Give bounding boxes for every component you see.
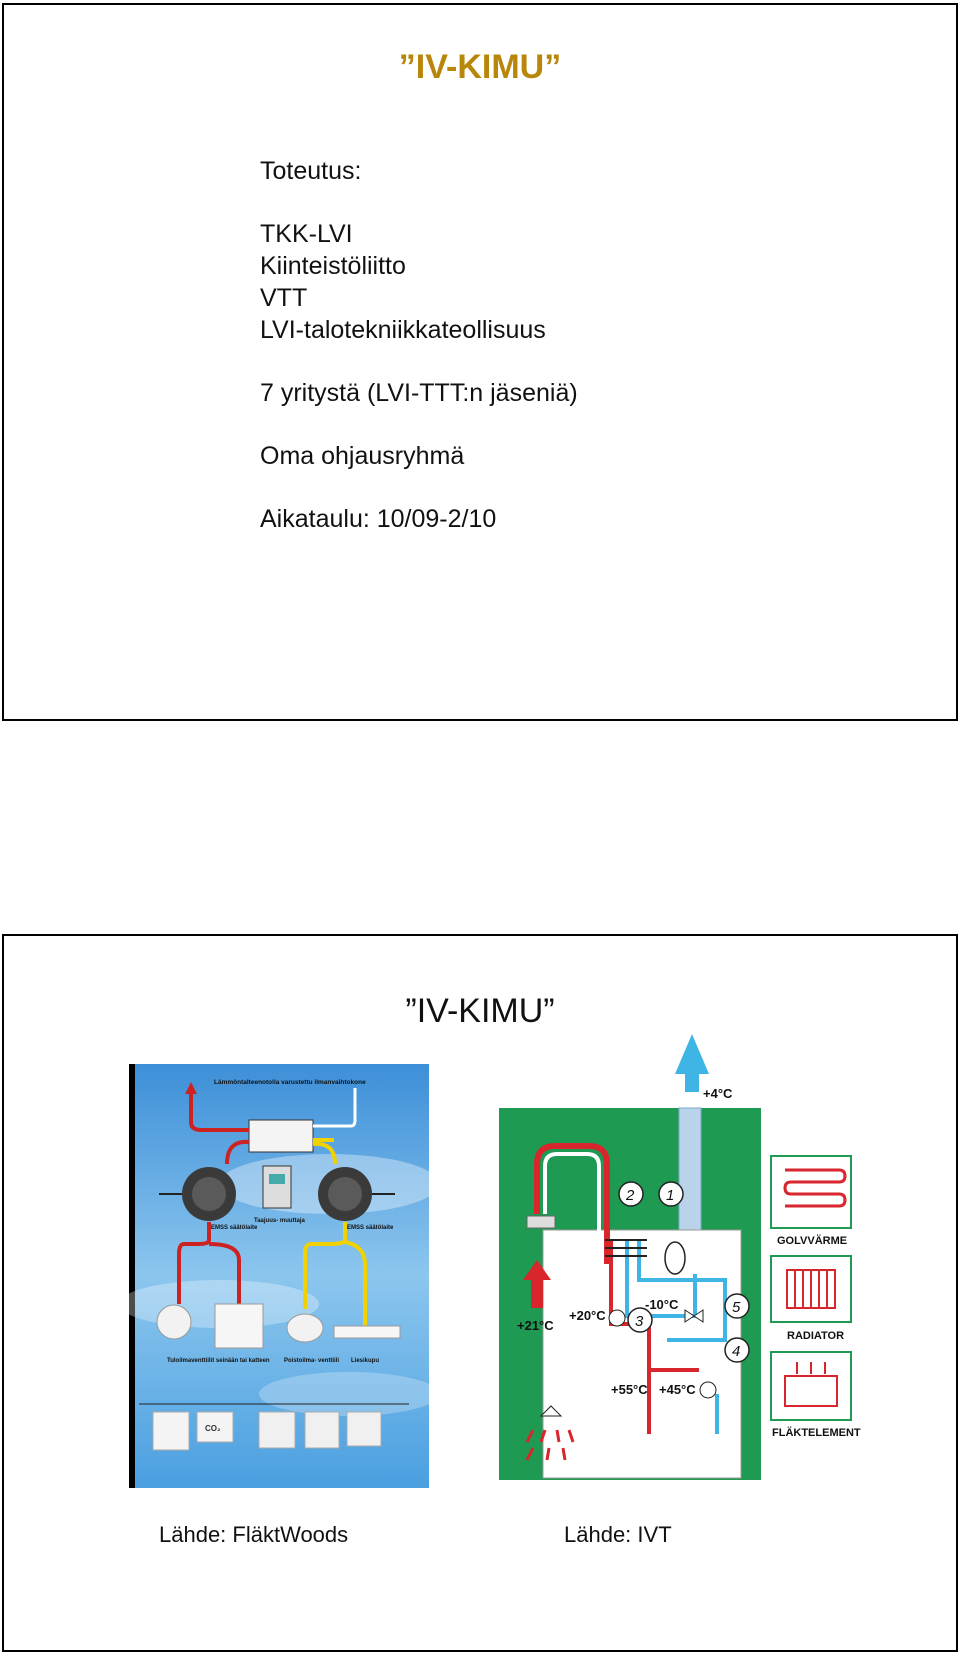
slide-2: ”IV-KIMU” Lämmöntalteenotolla varustettu… <box>2 934 958 1652</box>
freq-label: Taajuus- muuttaja <box>254 1218 306 1224</box>
golvvarme-label: GOLVVÄRME <box>777 1234 847 1247</box>
partner-item: VTT <box>260 284 308 312</box>
wall-grille <box>214 1303 264 1349</box>
sensor-device <box>258 1411 296 1449</box>
exhaust-label: Poistoilma- venttiili <box>284 1358 339 1364</box>
out-temp-label: +4°C <box>703 1086 733 1101</box>
t-minus10-label: -10°C <box>645 1297 679 1312</box>
component-2 <box>618 1181 644 1207</box>
n4-label: 4 <box>732 1343 740 1360</box>
room-temp-label: +21°C <box>517 1318 554 1333</box>
sensor-device <box>346 1411 382 1447</box>
unit-label: Lämmöntalteenotolla varustettu ilmanvaih… <box>214 1079 366 1086</box>
slide-1: ”IV-KIMU” Toteutus: TKK-LVI Kiinteistöli… <box>2 3 958 721</box>
flaktelement-label: FLÄKTELEMENT <box>772 1426 861 1439</box>
t45-label: +45°C <box>659 1382 696 1397</box>
supply-valve <box>156 1304 192 1340</box>
cooker-hood <box>333 1325 401 1339</box>
component-3 <box>627 1307 653 1333</box>
cold-pipe <box>625 1240 697 1318</box>
component-4 <box>724 1337 750 1363</box>
radiator-label: RADIATOR <box>787 1330 844 1342</box>
pump-icon <box>699 1381 717 1399</box>
n2-label: 2 <box>625 1187 635 1204</box>
slide-1-body: Toteutus: TKK-LVI Kiinteistöliitto VTT L… <box>260 155 578 566</box>
steering-group-text: Oma ohjausryhmä <box>260 442 465 470</box>
fan-icon <box>664 1241 686 1275</box>
heat-output-icon <box>525 1429 575 1461</box>
implementation-heading: Toteutus: <box>260 157 362 185</box>
component-5 <box>724 1293 750 1319</box>
valve-icon <box>684 1309 704 1323</box>
slide-2-title: ”IV-KIMU” <box>405 992 555 1030</box>
hood-label: Liesikupu <box>351 1358 379 1364</box>
exhaust-valve <box>286 1313 324 1343</box>
schedule-text: Aikataulu: 10/09-2/10 <box>260 505 497 533</box>
partner-item: TKK-LVI <box>260 220 353 248</box>
partner-item: Kiinteistöliitto <box>260 252 406 280</box>
supply-label: Tuloilmaventtiilit seinään tai katteen <box>167 1358 270 1364</box>
slide-1-title: ”IV-KIMU” <box>398 48 562 86</box>
n1-label: 1 <box>666 1187 674 1204</box>
pump-icon <box>608 1309 626 1327</box>
n5-label: 5 <box>732 1299 741 1316</box>
co2-label: CO₂ <box>205 1424 221 1433</box>
sensor-device <box>304 1411 340 1449</box>
companies-text: 7 yritystä (LVI-TTT:n jäseniä) <box>260 379 578 407</box>
partner-item: LVI-talotekniikkateollisuus <box>260 316 546 344</box>
t20-label: +20°C <box>569 1308 606 1323</box>
frequency-converter <box>262 1165 292 1209</box>
emss-right-label: EMSS säätölaite <box>347 1225 394 1231</box>
flaktwoods-ventilation-diagram: Lämmöntalteenotolla varustettu ilmanvaih… <box>129 1064 429 1488</box>
ventilation-unit <box>248 1119 314 1153</box>
supply-duct <box>177 1222 211 1304</box>
return-duct <box>303 1222 347 1309</box>
source-right: Lähde: IVT <box>564 1522 672 1547</box>
source-left: Lähde: FläktWoods <box>159 1522 349 1547</box>
floor-heating-box <box>770 1155 852 1229</box>
n3-label: 3 <box>635 1313 644 1330</box>
intake-duct <box>313 1088 357 1128</box>
emss-left-label: EMSS säätölaite <box>211 1225 258 1231</box>
up-arrow-icon <box>675 1034 709 1092</box>
component-1 <box>658 1181 684 1207</box>
t55-label: +55°C <box>611 1382 648 1397</box>
co2-sensor <box>196 1411 234 1443</box>
thermostat-sensor <box>152 1411 190 1451</box>
room-heat-arrow <box>523 1260 551 1308</box>
ivt-heatpump-diagram: +4°C +21°C +20°C -10°C +55°C +45°C 2 1 3… <box>499 1034 861 1480</box>
partner-list: TKK-LVI Kiinteistöliitto VTT LVI-talotek… <box>260 218 578 346</box>
heat-pump-cabinet <box>542 1229 742 1479</box>
